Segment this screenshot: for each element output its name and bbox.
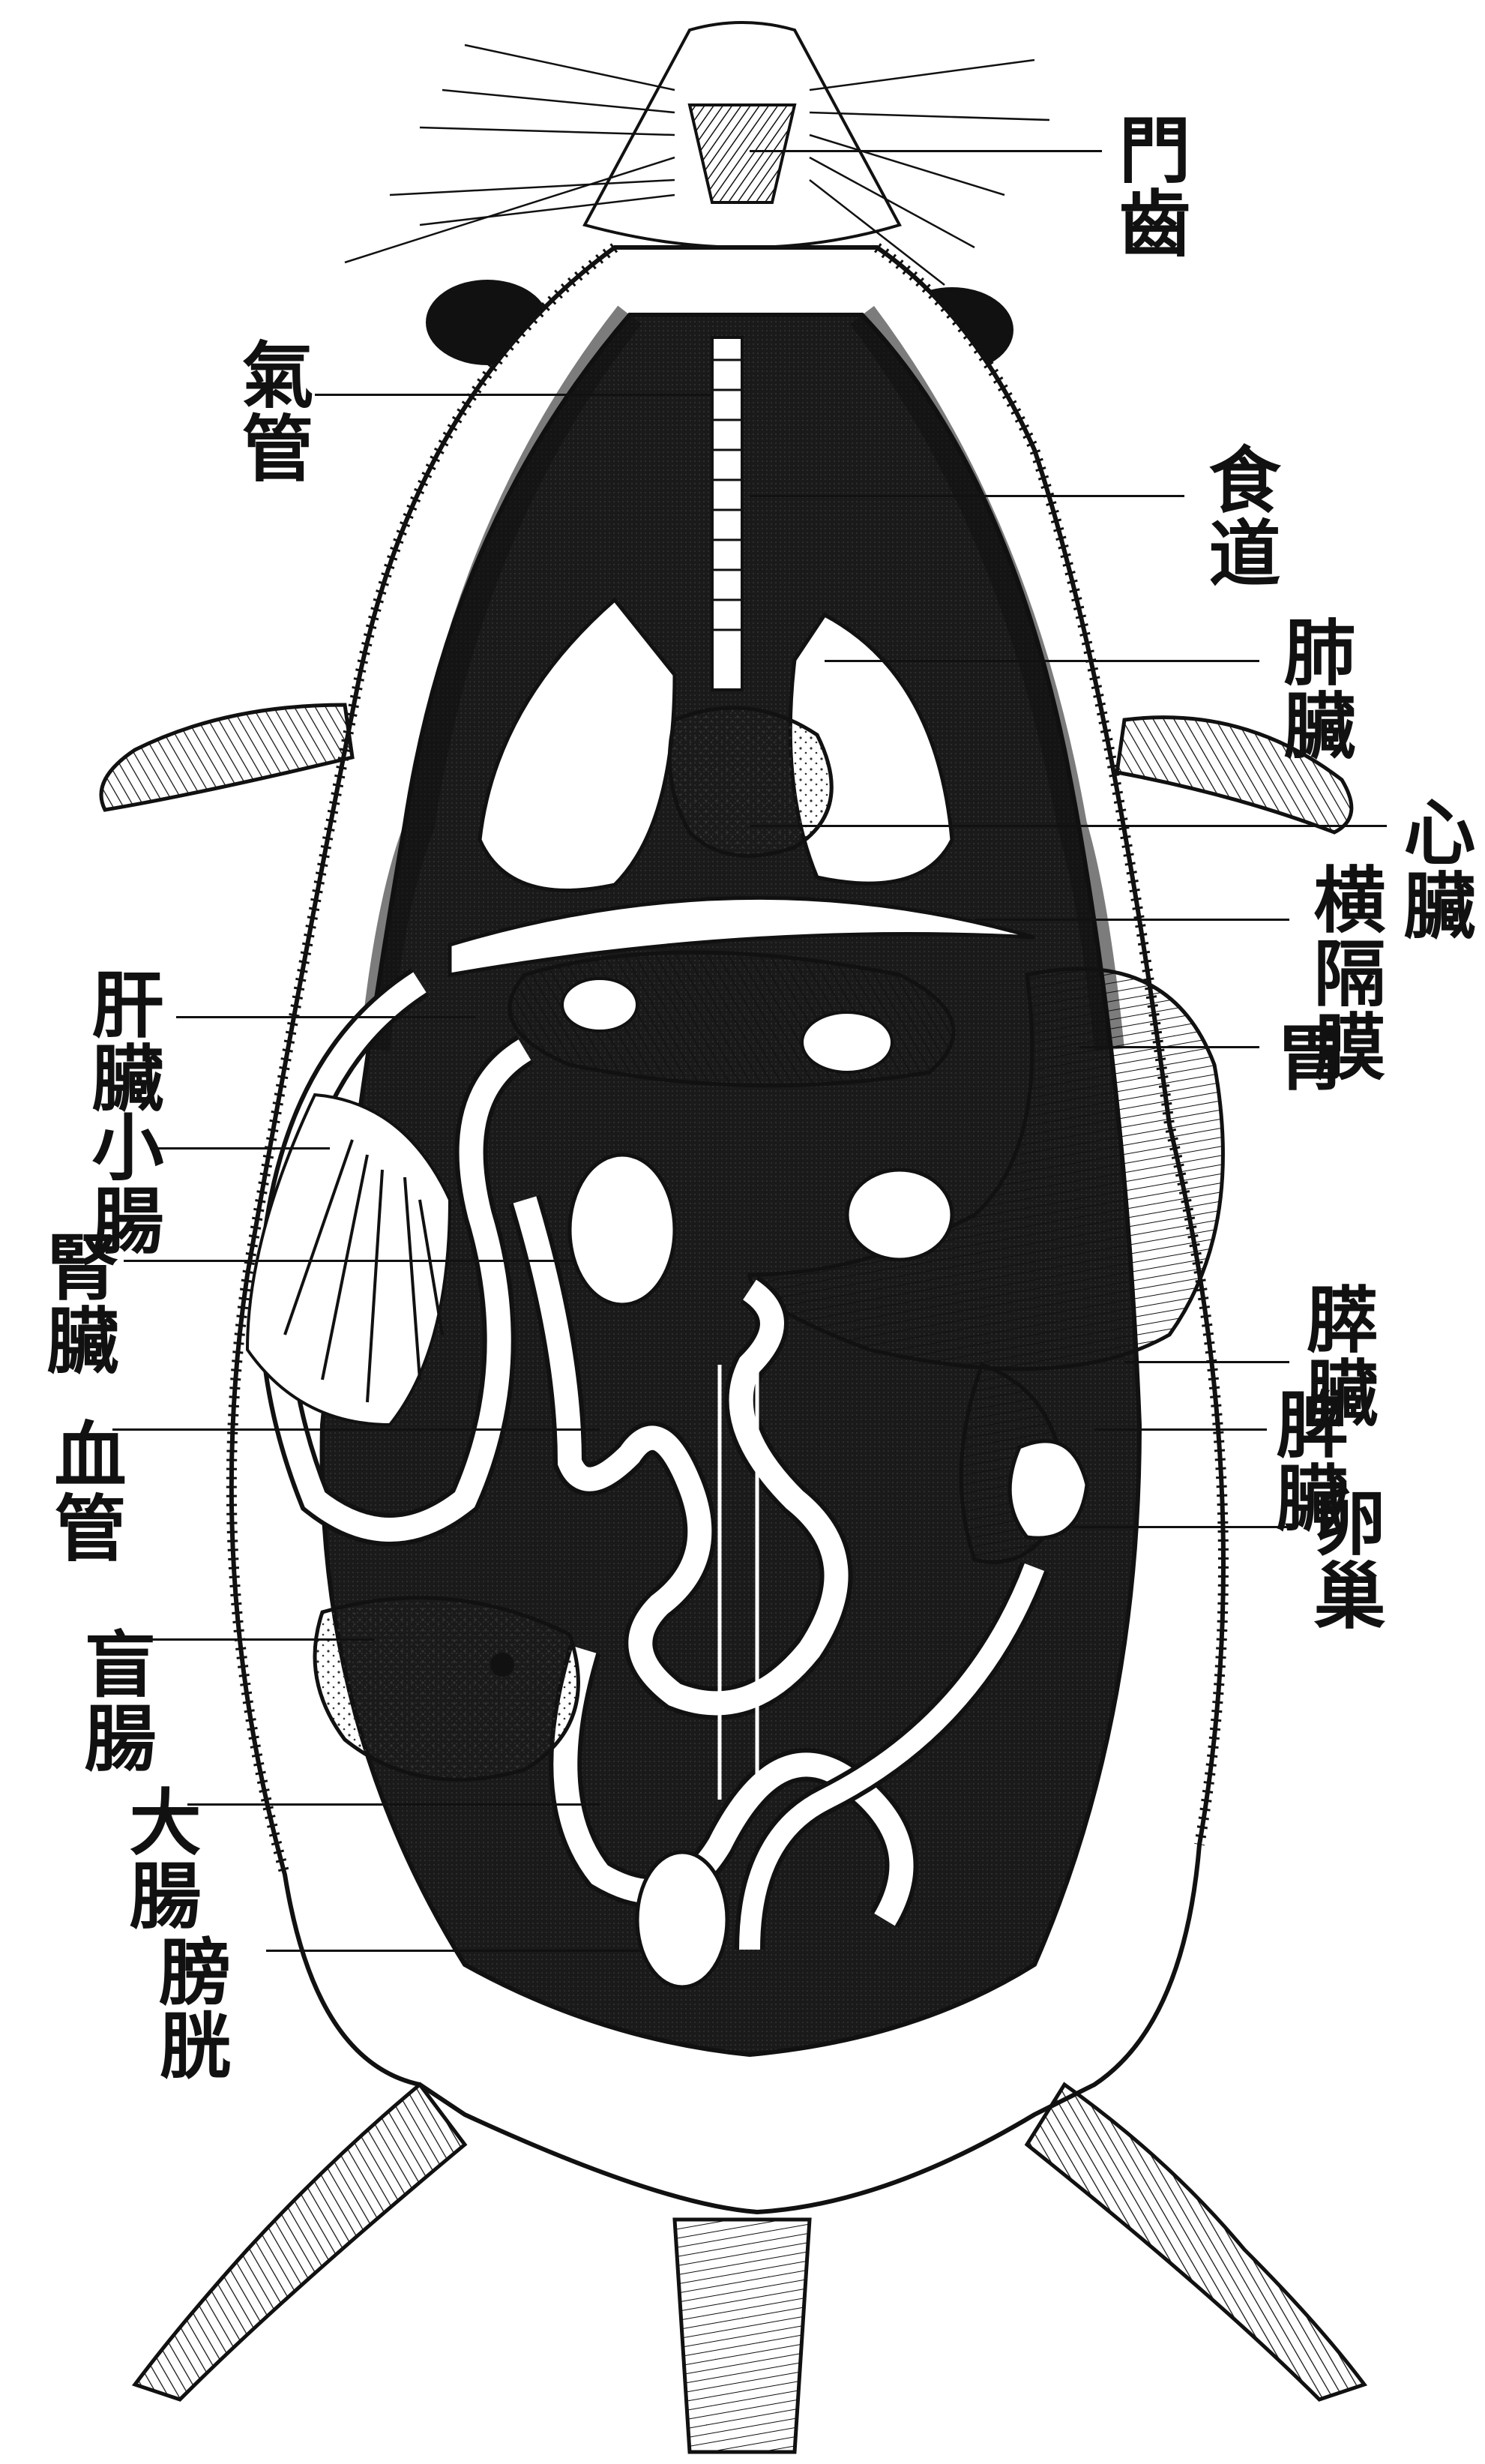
label-stomach: 胃 <box>1267 1020 1345 1093</box>
leader-lungs <box>825 660 1259 662</box>
leader-blood-vessel <box>112 1428 600 1431</box>
label-blood-vessel: 血管 <box>45 1417 123 1564</box>
leader-heart <box>750 825 1387 827</box>
leader-pancreas <box>1124 1361 1289 1363</box>
label-cecum: 盲腸 <box>75 1627 153 1774</box>
label-large-intestine: 大腸 <box>120 1785 198 1932</box>
heart-shape <box>669 708 831 856</box>
leader-large-intestine <box>187 1803 600 1806</box>
leader-incisors <box>750 150 1102 152</box>
leader-cecum <box>150 1638 375 1641</box>
label-ovary: 卵巢 <box>1304 1485 1382 1632</box>
label-heart: 心臟 <box>1394 795 1472 942</box>
kidney-shape <box>570 1155 675 1305</box>
bladder-shape <box>637 1852 727 1987</box>
leader-kidney <box>124 1260 573 1262</box>
label-bladder: 膀胱 <box>150 1935 228 2082</box>
label-liver: 肝臟 <box>82 967 160 1114</box>
leader-small-intestine <box>150 1147 330 1150</box>
leader-stomach <box>1079 1046 1259 1048</box>
leader-spleen <box>1094 1428 1267 1431</box>
leader-trachea <box>315 394 712 396</box>
label-kidney: 腎臟 <box>37 1230 115 1377</box>
leader-diaphragm <box>975 919 1289 921</box>
label-esophagus: 食道 <box>1199 442 1277 589</box>
label-lungs: 肺臟 <box>1274 615 1352 762</box>
label-incisors: 門齒 <box>1109 112 1187 259</box>
label-trachea: 氣管 <box>232 337 310 484</box>
leader-bladder <box>266 1950 641 1952</box>
tail <box>675 2220 810 2452</box>
leader-ovary <box>1072 1526 1289 1528</box>
leader-liver <box>176 1016 476 1018</box>
pancreas-shape <box>847 1170 952 1260</box>
leader-esophagus <box>750 495 1184 497</box>
